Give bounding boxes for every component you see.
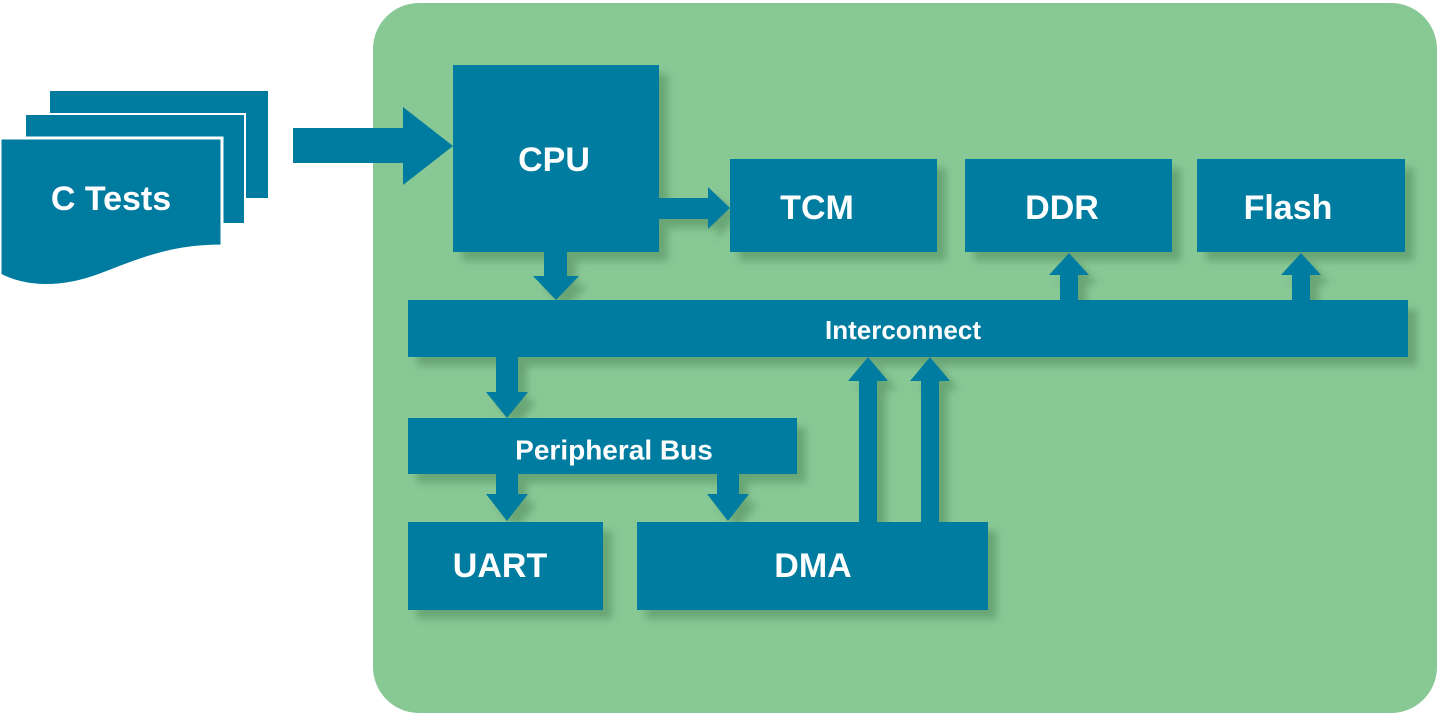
cpu-block (453, 65, 659, 252)
interconnect-to-ddr-arrow (1049, 253, 1089, 300)
dma-to-interconnect-arrow-2 (910, 357, 950, 522)
c-tests-label: C Tests (51, 180, 171, 218)
cpu-to-tcm-arrow (659, 187, 730, 229)
interconnect-bar (408, 300, 1408, 357)
document-page-front (0, 136, 224, 287)
dma-block (637, 522, 988, 610)
cpu-to-interconnect-arrow (533, 252, 579, 300)
uart-block (408, 522, 603, 610)
ddr-label: DDR (1025, 189, 1099, 227)
input-arrow (293, 107, 453, 185)
flash-label: Flash (1244, 189, 1333, 227)
ddr-block (965, 159, 1172, 252)
peripheral-bus-to-uart-arrow (486, 474, 528, 521)
uart-label: UART (453, 547, 548, 585)
cpu-label: CPU (518, 141, 590, 179)
interconnect-to-peripheral-bus-arrow (486, 357, 528, 418)
interconnect-to-flash-arrow (1281, 253, 1321, 300)
c-tests-document-stack: C Tests (0, 91, 268, 287)
peripheral-bus-bar (408, 418, 797, 474)
flash-block (1197, 159, 1405, 252)
dma-to-interconnect-arrow-1 (848, 357, 888, 522)
peripheral-bus-label: Peripheral Bus (515, 435, 713, 466)
peripheral-bus-to-dma-arrow (707, 474, 749, 521)
tcm-block (730, 159, 937, 252)
interconnect-label: Interconnect (825, 315, 981, 345)
document-page-middle (24, 113, 246, 115)
document-page-middle-gap (244, 113, 246, 223)
tcm-label: TCM (780, 189, 854, 227)
dma-label: DMA (774, 547, 851, 585)
